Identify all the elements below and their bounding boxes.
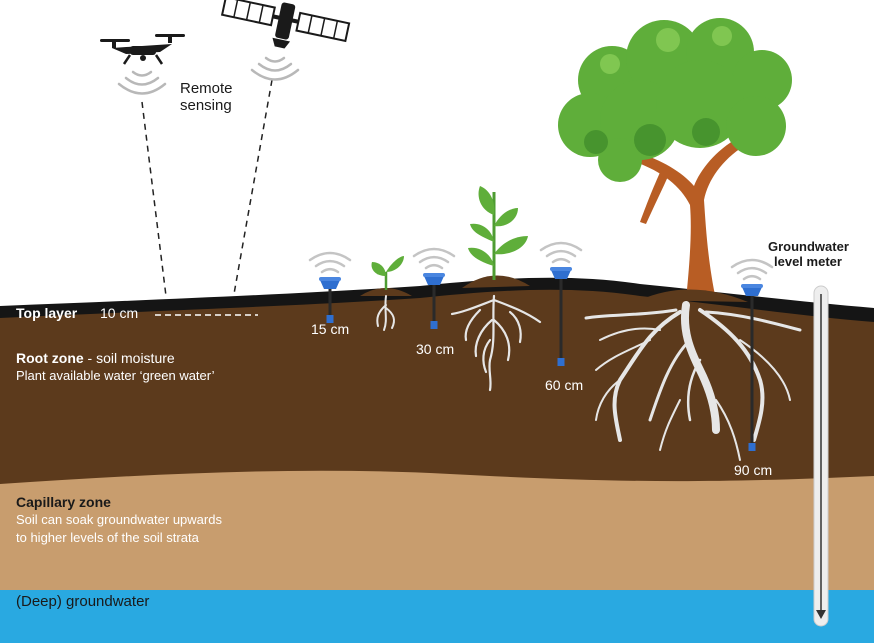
meter-label-line2: level meter xyxy=(768,255,849,270)
capillary-zone-title: Capillary zone xyxy=(16,494,111,510)
sensor-depth-label-60: 60 cm xyxy=(545,377,583,393)
drone-sensing-line xyxy=(142,102,166,296)
satellite-signal-waves-icon xyxy=(252,58,298,80)
drone-signal-waves-icon xyxy=(119,72,165,94)
remote-sensing-line2: sensing xyxy=(180,97,233,114)
root-zone-heading: Root zone - soil moisture xyxy=(16,350,175,366)
signal-waves-icon xyxy=(310,253,350,272)
groundwater-meter-tube xyxy=(814,286,828,626)
groundwater-meter-label: Groundwater level meter xyxy=(768,240,849,270)
sensor-depth-label-15: 15 cm xyxy=(311,321,349,337)
root-zone-title: Root zone xyxy=(16,350,84,366)
signal-waves-icon xyxy=(414,249,454,268)
root-zone-description: Plant available water ‘green water’ xyxy=(16,369,214,384)
seedling-icon xyxy=(462,186,530,288)
drone-icon xyxy=(100,34,185,64)
remote-sensing-line1: Remote xyxy=(180,80,233,97)
meter-label-line1: Groundwater xyxy=(768,240,849,255)
capillary-zone-layer xyxy=(0,467,874,590)
sensor-depth-label-90: 90 cm xyxy=(734,462,772,478)
remote-sensing-label: Remote sensing xyxy=(180,80,233,115)
top-layer-title: Top layer xyxy=(16,305,77,321)
satellite-sensing-line xyxy=(234,80,272,294)
signal-waves-icon xyxy=(541,243,581,262)
capillary-zone-desc-line2: to higher levels of the soil strata xyxy=(16,531,199,546)
groundwater-title: (Deep) groundwater xyxy=(16,593,149,610)
root-zone-subtitle: - soil moisture xyxy=(88,350,175,366)
sensor-depth-label-30: 30 cm xyxy=(416,341,454,357)
signal-waves-icon xyxy=(732,260,772,279)
capillary-zone-desc-line1: Soil can soak groundwater upwards xyxy=(16,513,222,528)
satellite-icon xyxy=(218,0,351,61)
top-layer-depth: 10 cm xyxy=(100,305,138,321)
